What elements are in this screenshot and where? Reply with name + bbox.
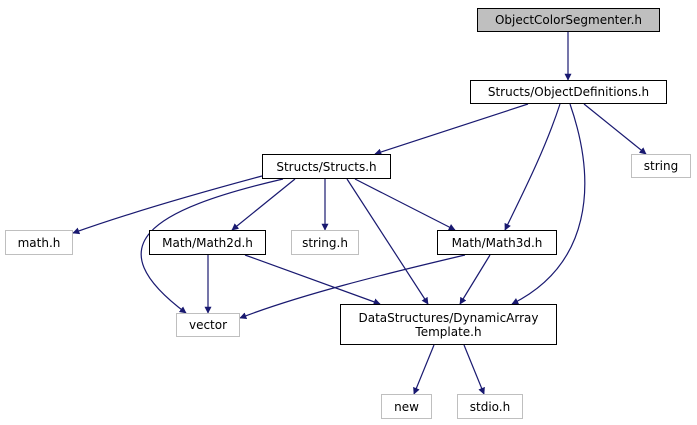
node-label: math.h <box>17 235 61 250</box>
node-structs-structs-h[interactable]: Structs/Structs.h <box>262 154 391 179</box>
edge-math3d-to-vector <box>239 254 466 320</box>
edge-dynarray-to-new <box>413 344 435 395</box>
node-label: Structs/ObjectDefinitions.h <box>487 85 650 99</box>
node-vector: vector <box>176 313 240 337</box>
edge-math2d-to-dynarray <box>244 254 381 306</box>
node-structs-objectdefinitions-h[interactable]: Structs/ObjectDefinitions.h <box>470 80 667 104</box>
node-label: ObjectColorSegmenter.h <box>494 13 643 27</box>
node-label: vector <box>188 318 228 332</box>
edge-structs-to-math_h <box>72 175 263 235</box>
node-label: string.h <box>302 235 348 250</box>
node-objectcolorsegmenter-h[interactable]: ObjectColorSegmenter.h <box>477 8 660 32</box>
edge-structs-to-dynarray <box>346 178 429 305</box>
edge-math3d-to-dynarray <box>459 254 491 305</box>
node-datastructures-dynamicarraytemplate-h[interactable]: DataStructures/DynamicArray Template.h <box>340 304 557 345</box>
node-label: new <box>394 399 419 414</box>
node-math-h: math.h <box>5 230 73 255</box>
node-string: string <box>631 154 691 178</box>
node-label: Structs/Structs.h <box>276 159 377 174</box>
node-label-line-1: DataStructures/DynamicArray <box>358 310 539 325</box>
edge-objdefs-to-dynarray <box>511 103 586 305</box>
edge-objdefs-to-math3d <box>504 103 561 231</box>
node-label: Math/Math2d.h <box>162 235 253 250</box>
edge-objdefs-to-structs <box>374 103 529 156</box>
edge-structs-to-math3d <box>354 178 456 231</box>
node-math-math3d-h[interactable]: Math/Math3d.h <box>437 230 557 255</box>
node-math-math2d-h[interactable]: Math/Math2d.h <box>149 230 266 255</box>
edge-dynarray-to-stdio <box>463 344 485 395</box>
node-label: stdio.h <box>469 399 511 414</box>
node-new: new <box>381 394 432 419</box>
node-label-line-2: Template.h <box>415 324 482 339</box>
node-string-h: string.h <box>291 230 359 255</box>
edge-structs-to-math2d <box>231 178 296 231</box>
node-label: string <box>643 159 679 173</box>
node-stdio-h: stdio.h <box>457 394 523 419</box>
node-label: Math/Math3d.h <box>451 235 543 250</box>
dependency-edges <box>72 32 647 395</box>
edge-objdefs-to-string_std <box>583 103 647 155</box>
